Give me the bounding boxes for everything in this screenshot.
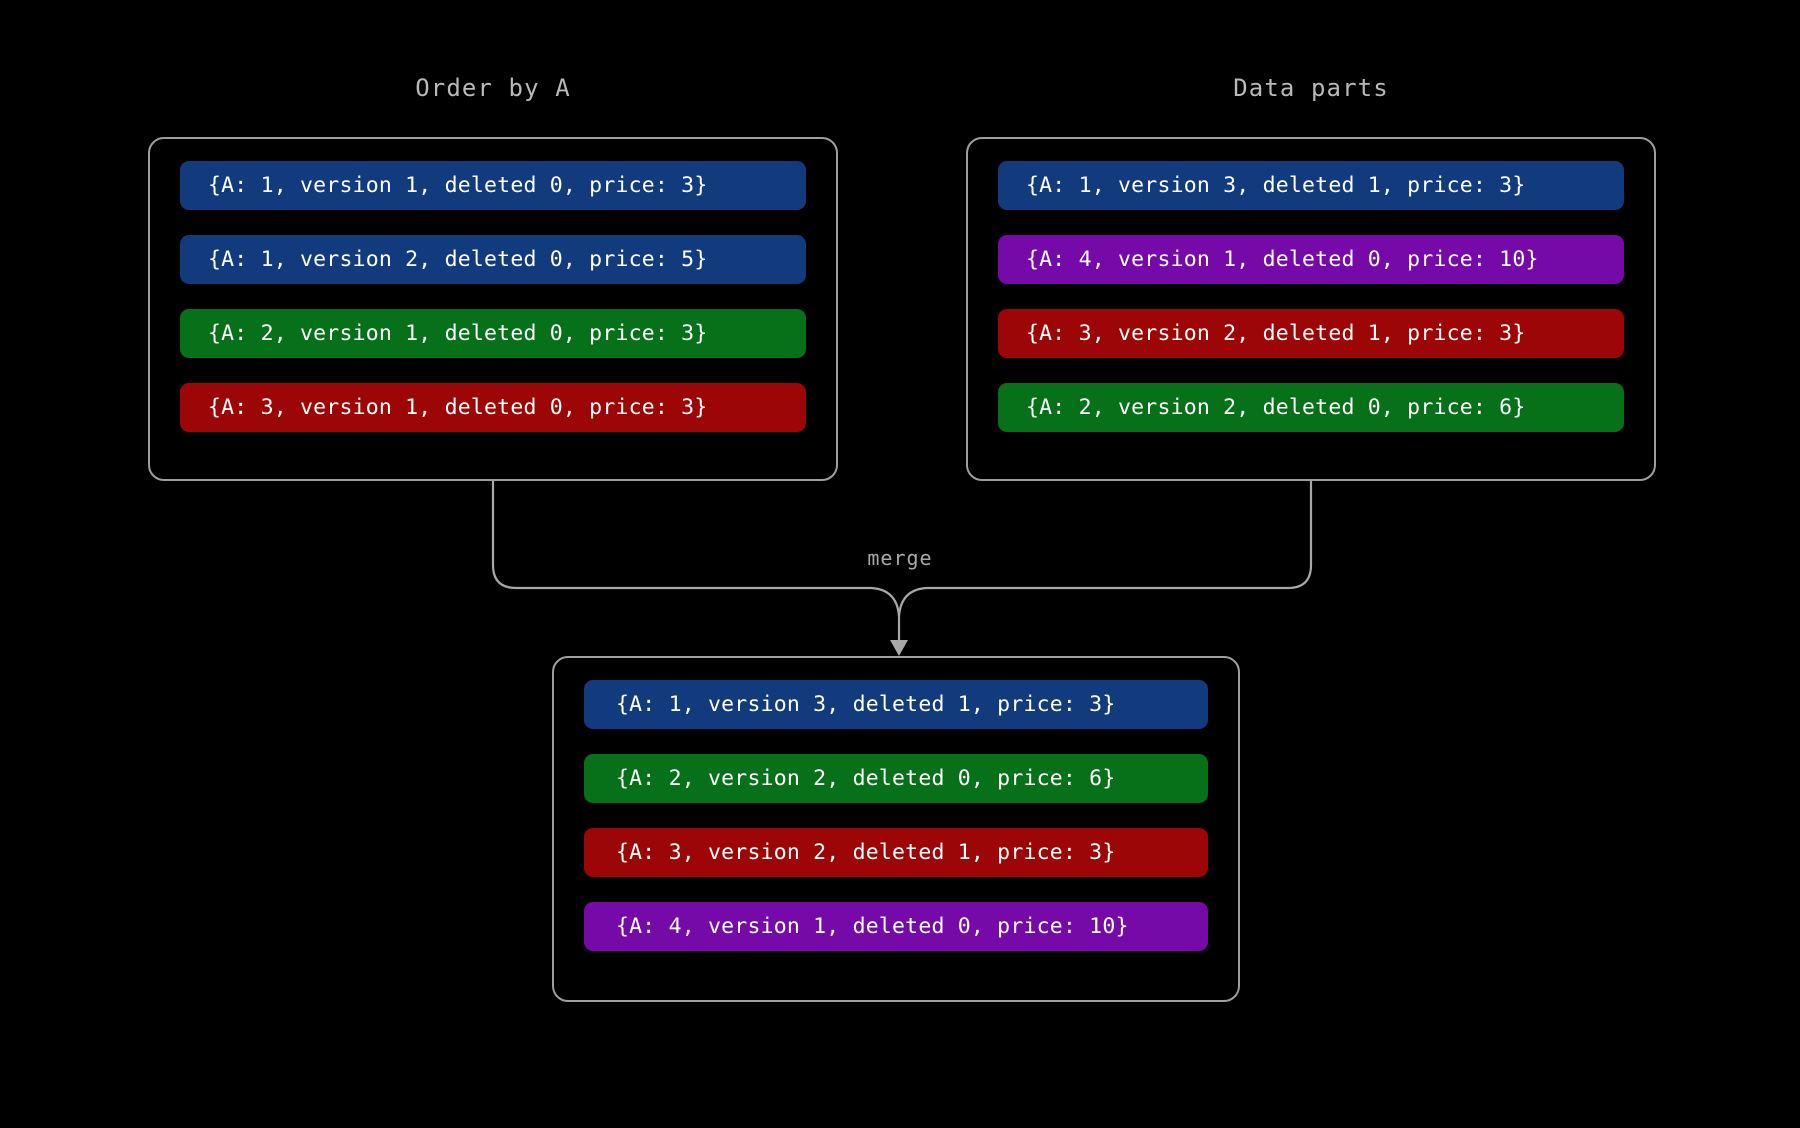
record-row[interactable]: {A: 1, version 2, deleted 0, price: 5}	[180, 235, 806, 284]
merge-arrowhead-icon	[890, 640, 908, 656]
panel-merged-result: {A: 1, version 3, deleted 1, price: 3} {…	[552, 656, 1240, 1002]
edge-converge-right	[897, 586, 927, 617]
panel-order-by: {A: 1, version 1, deleted 0, price: 3} {…	[148, 137, 838, 481]
panel-title-order-by: Order by A	[415, 74, 571, 102]
record-row[interactable]: {A: 3, version 1, deleted 0, price: 3}	[180, 383, 806, 432]
panel-data-parts: {A: 1, version 3, deleted 1, price: 3} {…	[966, 137, 1656, 481]
record-row[interactable]: {A: 2, version 2, deleted 0, price: 6}	[998, 383, 1624, 432]
edge-data-parts-to-merge	[926, 481, 1313, 590]
record-row[interactable]: {A: 4, version 1, deleted 0, price: 10}	[998, 235, 1624, 284]
record-row[interactable]: {A: 4, version 1, deleted 0, price: 10}	[584, 902, 1208, 951]
edge-order-by-to-merge	[491, 481, 872, 590]
record-row[interactable]: {A: 1, version 3, deleted 1, price: 3}	[998, 161, 1624, 210]
record-row[interactable]: {A: 2, version 2, deleted 0, price: 6}	[584, 754, 1208, 803]
edge-converge-left	[871, 586, 901, 617]
record-row[interactable]: {A: 3, version 2, deleted 1, price: 3}	[998, 309, 1624, 358]
record-row[interactable]: {A: 3, version 2, deleted 1, price: 3}	[584, 828, 1208, 877]
record-row[interactable]: {A: 1, version 3, deleted 1, price: 3}	[584, 680, 1208, 729]
panel-title-data-parts: Data parts	[1233, 74, 1389, 102]
merge-edge-label: merge	[867, 546, 933, 570]
record-row[interactable]: {A: 2, version 1, deleted 0, price: 3}	[180, 309, 806, 358]
record-row[interactable]: {A: 1, version 1, deleted 0, price: 3}	[180, 161, 806, 210]
